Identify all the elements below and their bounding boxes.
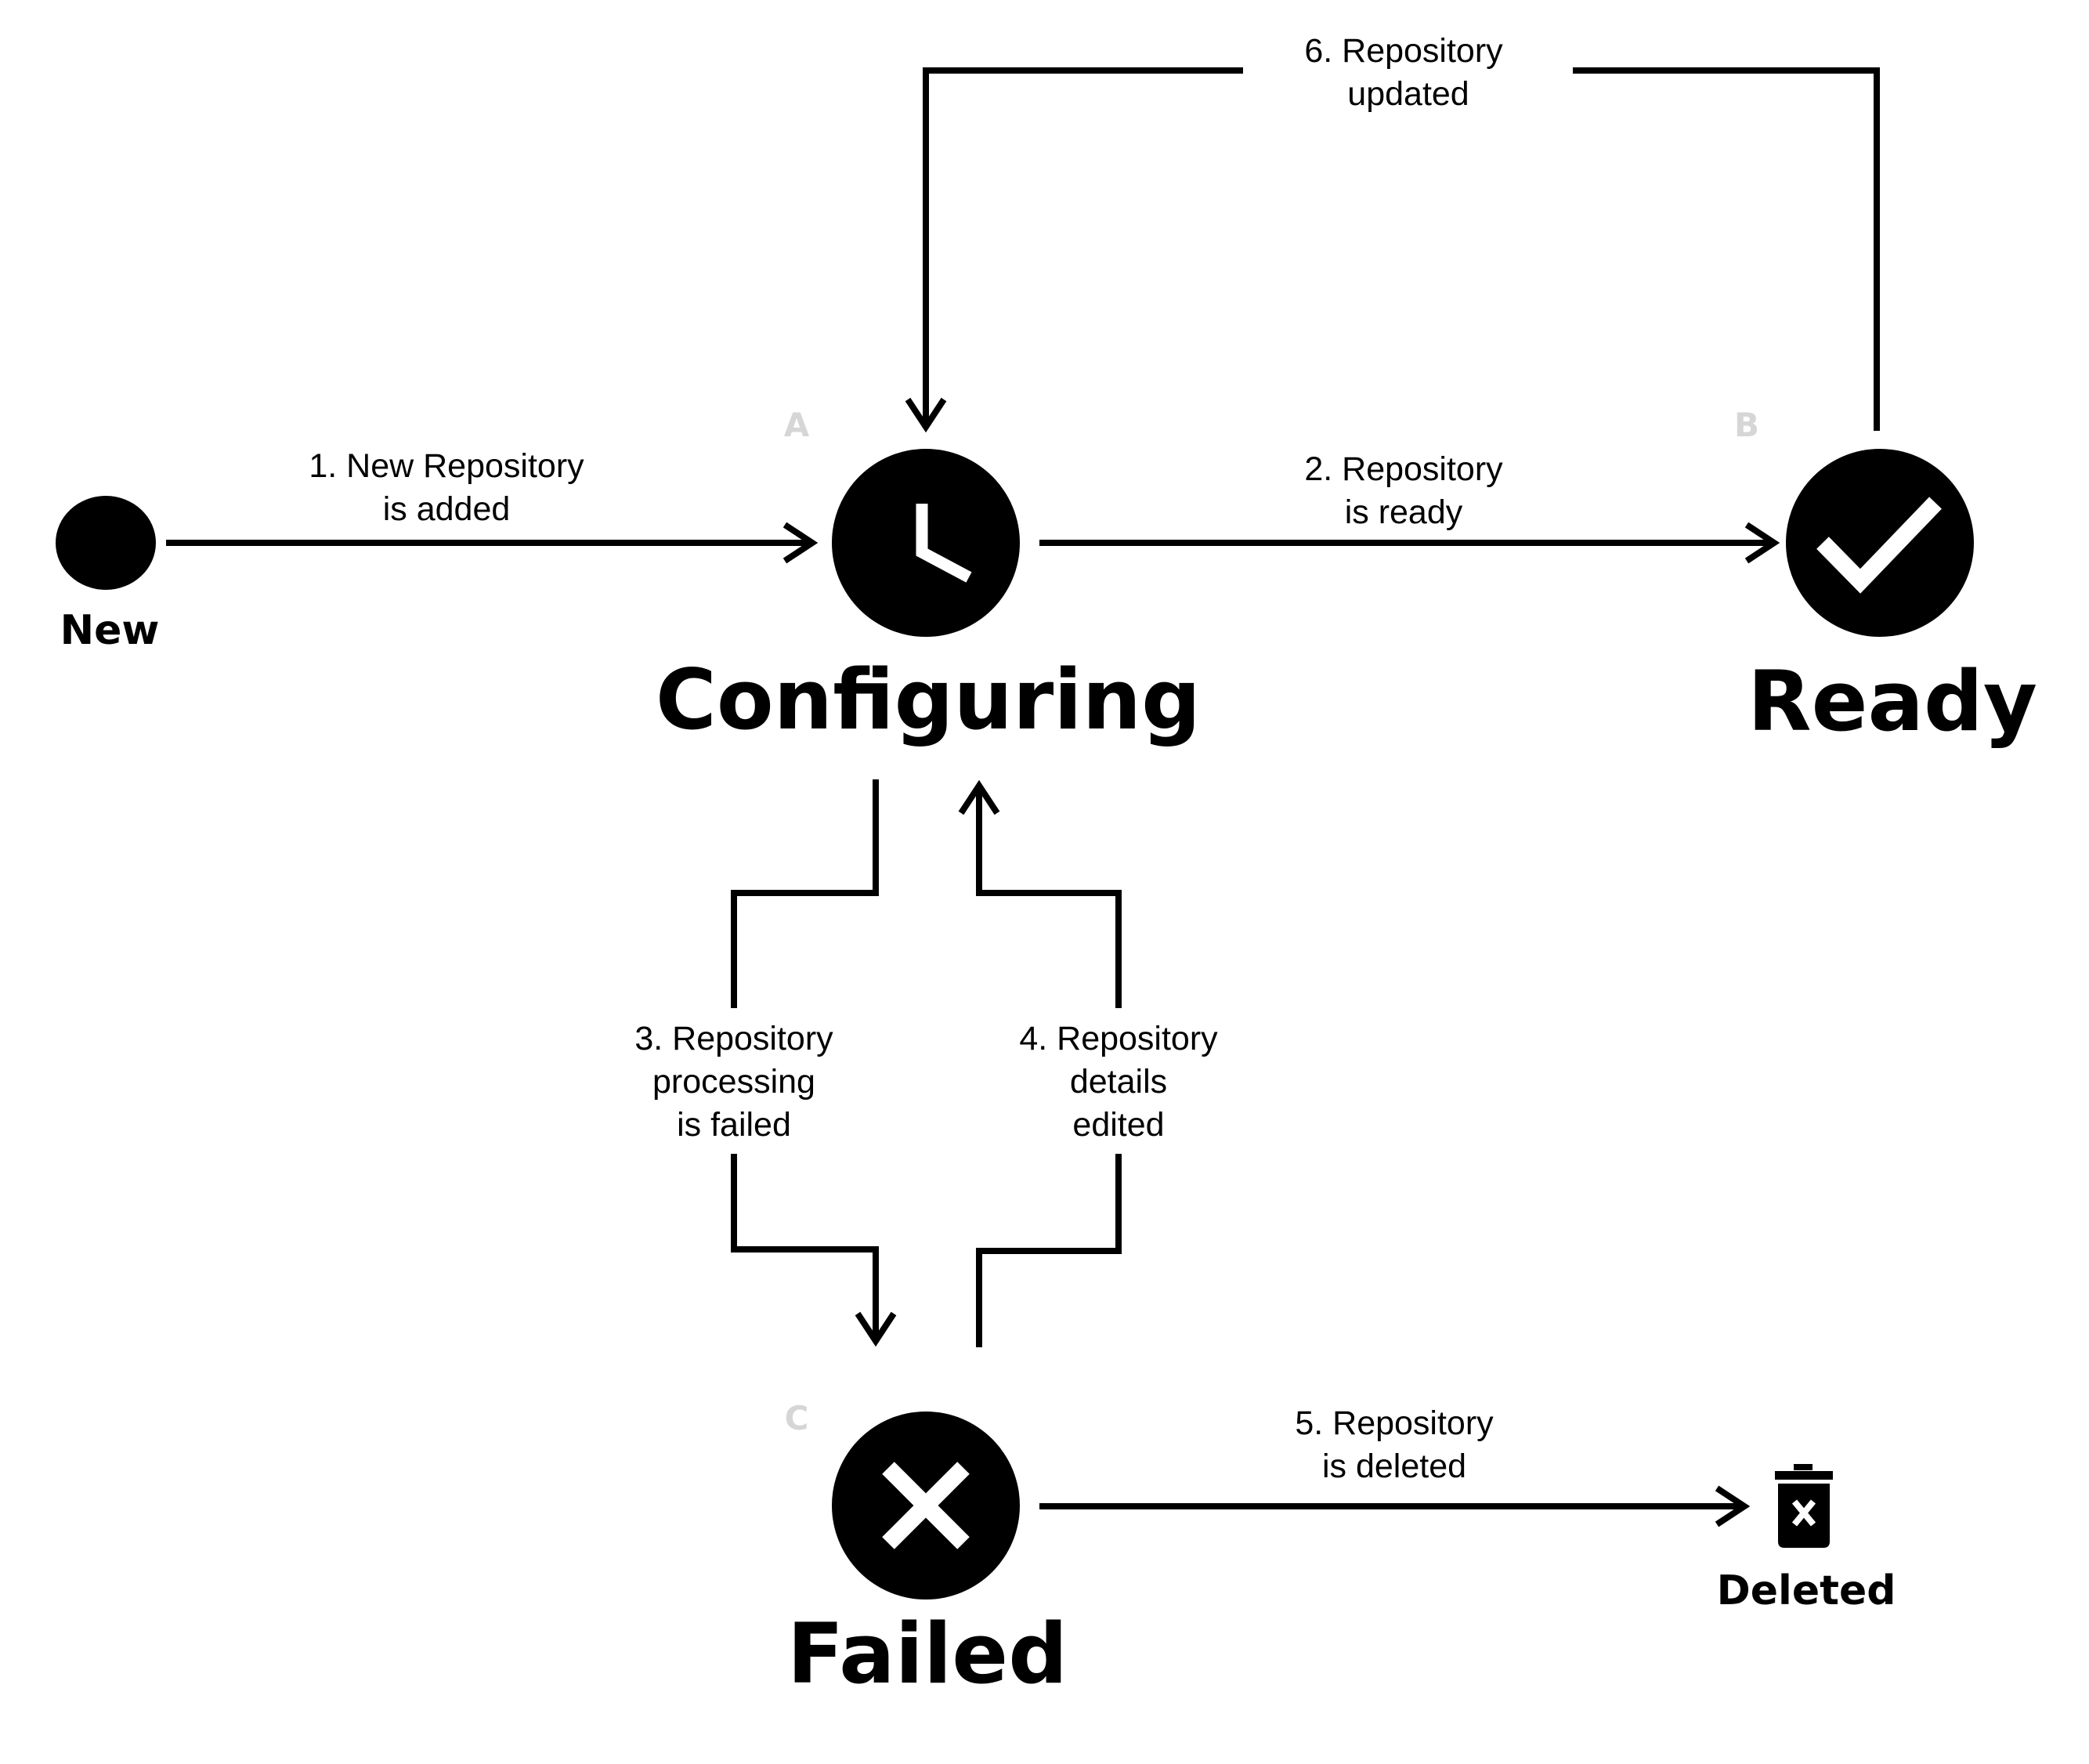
transition-arrow-2 xyxy=(1039,522,1780,564)
transition-label-line: 4. Repository xyxy=(1019,1020,1218,1057)
state-label-failed: Failed xyxy=(787,1606,1068,1702)
state-letter-b: B xyxy=(1734,406,1759,444)
transition-label-line: 1. New Repository xyxy=(309,447,584,485)
transition-arrow-6 xyxy=(905,67,1880,433)
state-label-configuring: Configuring xyxy=(656,652,1201,748)
transition-label-line: edited xyxy=(1072,1106,1164,1144)
transition-arrow-5 xyxy=(1039,1485,1751,1527)
transition-arrow-1 xyxy=(166,522,819,564)
transition-label-line: is added xyxy=(383,490,511,528)
transition-label-2: 2. Repository is ready xyxy=(1304,450,1503,531)
transition-arrow-3 xyxy=(731,779,897,1347)
transition-label-3: 3. Repository processing is failed xyxy=(634,1020,833,1144)
transition-label-line: 6. Repository xyxy=(1304,32,1503,70)
trash-icon xyxy=(1775,1464,1833,1548)
transition-arrow-4 xyxy=(958,779,1122,1347)
state-configuring: A Configuring xyxy=(656,406,1201,748)
transition-label-line: 3. Repository xyxy=(634,1020,833,1057)
checkmark-icon xyxy=(1786,449,1974,637)
transition-label-line: 5. Repository xyxy=(1295,1404,1494,1442)
transition-label-line: is deleted xyxy=(1322,1448,1466,1485)
transition-label-line: is failed xyxy=(677,1106,791,1144)
transition-label-line: updated xyxy=(1347,75,1469,113)
transition-label-line: details xyxy=(1070,1063,1167,1101)
state-label-new: New xyxy=(60,607,160,654)
transition-label-line: is ready xyxy=(1345,493,1463,531)
transition-label-4: 4. Repository details edited xyxy=(1019,1020,1218,1144)
transition-label-1: 1. New Repository is added xyxy=(309,447,584,528)
state-new: New xyxy=(56,496,159,654)
transition-label-line: processing xyxy=(652,1063,815,1101)
x-mark-icon xyxy=(832,1412,1020,1600)
transition-label-5: 5. Repository is deleted xyxy=(1295,1404,1494,1485)
state-label-deleted: Deleted xyxy=(1717,1567,1896,1614)
state-letter-a: A xyxy=(784,406,810,444)
transition-label-line: 2. Repository xyxy=(1304,450,1503,488)
clock-icon xyxy=(832,449,1020,637)
state-failed: C Failed xyxy=(785,1399,1068,1702)
filled-circle-icon xyxy=(56,496,156,590)
state-deleted: Deleted xyxy=(1717,1464,1896,1614)
state-letter-c: C xyxy=(785,1399,809,1437)
state-ready: B Ready xyxy=(1734,406,2037,750)
state-label-ready: Ready xyxy=(1747,653,2037,750)
transition-label-6: 6. Repository updated xyxy=(1304,32,1503,113)
